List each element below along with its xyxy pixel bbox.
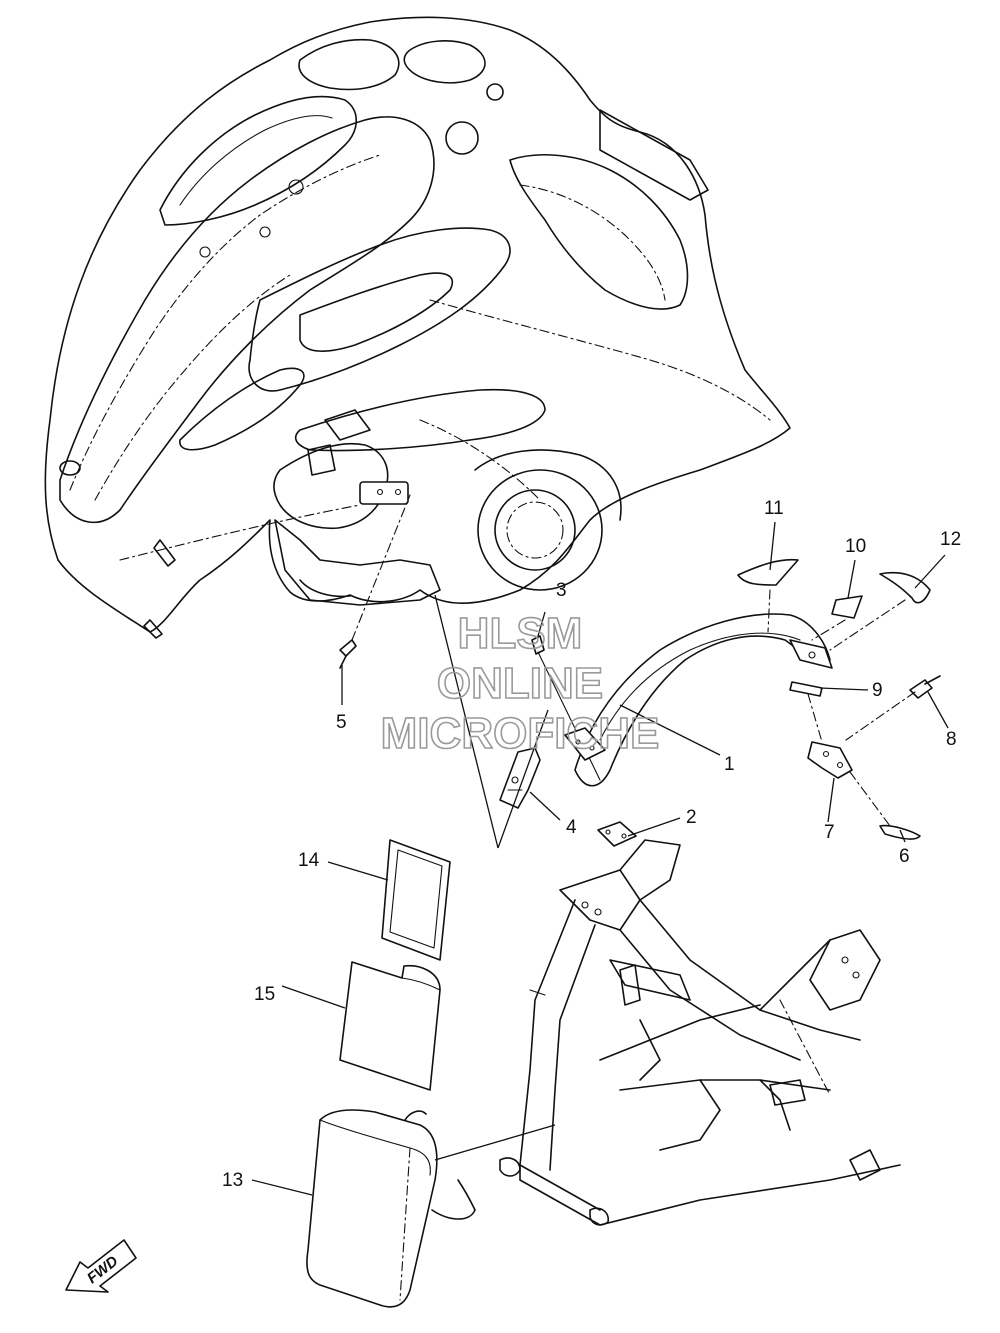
part-1-strap [574,613,833,787]
callout-1: 1 [724,754,735,775]
part-4-bracket [499,747,541,809]
watermark-line-2: ONLINE [437,659,603,708]
callout-12: 12 [940,529,961,550]
callout-7: 7 [824,822,835,843]
callout-10: 10 [845,536,866,557]
callout-2: 2 [686,807,697,828]
callout-4: 4 [566,817,577,838]
upper-body-assembly [44,16,791,639]
part-8-rivet [909,675,941,699]
frame-assembly [499,839,901,1226]
leader-lines [251,521,949,1196]
part-14-seal-frame [381,839,451,961]
callout-13: 13 [222,1170,243,1191]
callout-9: 9 [872,680,883,701]
callout-8: 8 [946,729,957,750]
part-10-pad [831,595,863,619]
callout-3: 3 [556,580,567,601]
callout-11: 11 [764,498,784,519]
callout-14: 14 [298,850,320,871]
part-7-latch [807,741,853,779]
watermark-line-1: HLSM [458,609,583,658]
part-15-cushion [339,961,441,1091]
part-12-pad [879,571,931,604]
callout-5: 5 [336,712,347,733]
callout-labels: 1 2 3 4 5 6 7 8 9 10 11 12 13 14 15 [222,498,961,1191]
fwd-badge: FWD [65,1239,137,1293]
forward-arrow-icon [65,1239,137,1293]
part-13-storage-bag [306,1109,556,1308]
watermark: HLSM ONLINE MICROFICHE [380,608,660,759]
callout-6: 6 [899,846,910,867]
part-11-pad [737,558,799,586]
part-6-clip [879,824,921,840]
callout-15: 15 [254,984,275,1005]
part-5-rivet [339,494,411,669]
part-9-pin [789,681,823,697]
part-3-pin [531,635,606,781]
part-2-plate [597,821,637,847]
watermark-line-3: MICROFICHE [381,709,660,758]
